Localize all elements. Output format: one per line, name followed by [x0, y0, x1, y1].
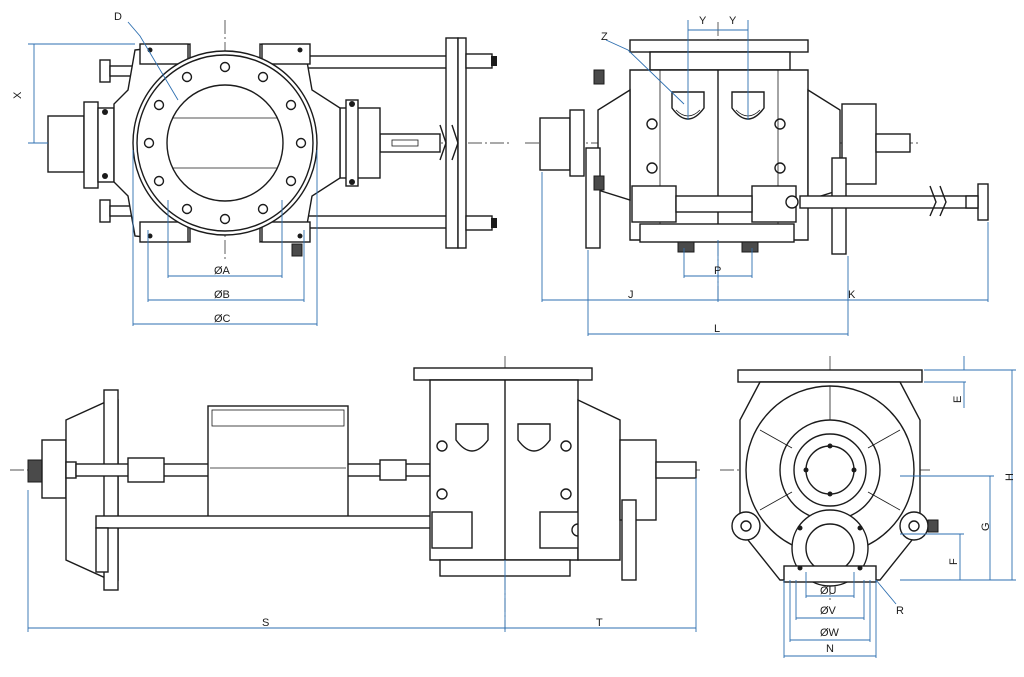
label-r: R [896, 605, 904, 617]
label-oa: ØA [214, 265, 231, 277]
label-p: P [714, 265, 721, 277]
label-z: Z [601, 31, 608, 43]
label-x: X [12, 91, 24, 99]
label-oc: ØC [214, 313, 231, 325]
label-y-left: Y [699, 15, 707, 27]
label-h: H [1004, 473, 1016, 481]
view-top-right-side [525, 20, 989, 336]
label-l: L [714, 323, 720, 335]
label-y-right: Y [729, 15, 737, 27]
label-n: N [826, 643, 834, 655]
dimension-labels: D X ØA ØB ØC Z Y Y P J K L S T E H G F Ø… [12, 11, 1016, 655]
label-k: K [848, 289, 856, 301]
label-j: J [628, 289, 634, 301]
label-s: S [262, 617, 269, 629]
view-top-left-front [28, 20, 510, 326]
label-ob: ØB [214, 289, 230, 301]
label-d: D [114, 11, 122, 23]
label-t: T [596, 617, 603, 629]
label-e: E [952, 396, 964, 403]
view-bottom-left-long [10, 356, 700, 632]
label-f: F [948, 558, 960, 565]
label-ow: ØW [820, 627, 840, 639]
flange-bolt-holes [143, 61, 307, 225]
view-bottom-right-end [720, 356, 1016, 658]
label-ou: ØU [820, 585, 837, 597]
label-g: G [980, 522, 992, 531]
label-ov: ØV [820, 605, 837, 617]
